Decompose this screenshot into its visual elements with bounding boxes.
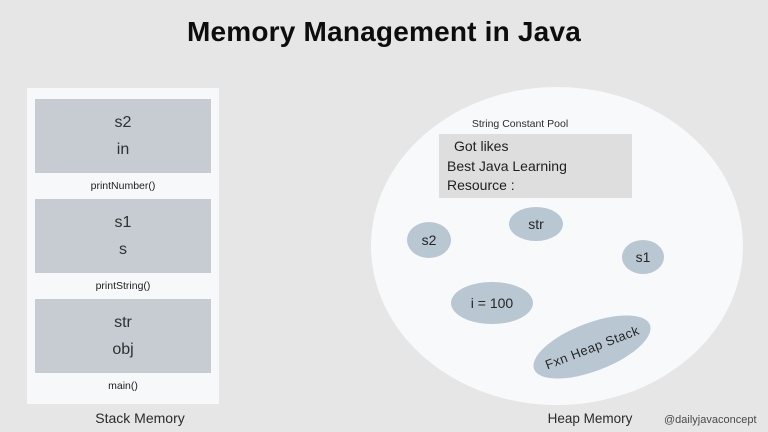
stack-frame-method-label: printString(): [95, 280, 151, 292]
heap-memory-label: Heap Memory: [547, 411, 633, 426]
stack-frame-method-label: printNumber(): [90, 180, 156, 192]
stack-frame-method-label: main(): [108, 380, 138, 392]
pool-string: Resource :: [447, 177, 515, 193]
stack-variable: in: [116, 141, 130, 158]
pool-string: Got likes: [454, 138, 509, 154]
stack-variable: obj: [112, 341, 134, 358]
stack-frame-main: str obj main(): [27, 299, 219, 399]
heap-object-s2: s2: [407, 222, 451, 258]
stack-memory-panel: s2 in printNumber() s1 s printString() s…: [27, 88, 219, 404]
stack-variable: s2: [114, 114, 132, 131]
stack-frame-box: str obj: [35, 299, 211, 373]
heap-object-str: str: [509, 207, 563, 241]
stack-frame-printString: s1 s printString(): [27, 199, 219, 299]
stack-variable: s1: [114, 214, 132, 231]
string-constant-pool-label: String Constant Pool: [471, 118, 569, 130]
watermark-handle: @dailyjavaconcept: [664, 414, 757, 426]
stack-frame-box: s2 in: [35, 99, 211, 173]
stack-frame-box: s1 s: [35, 199, 211, 273]
page-title: Memory Management in Java: [186, 16, 582, 47]
pool-string: Best Java Learning: [447, 157, 567, 174]
stack-variable: str: [114, 314, 132, 331]
stack-variable: s: [119, 241, 127, 258]
stack-frame-printNumber: s2 in printNumber(): [27, 99, 219, 199]
heap-object-i100: i = 100: [451, 282, 533, 324]
heap-object-s1: s1: [622, 240, 664, 274]
string-constant-pool-box: Got likes Best Java Learning Resource :: [439, 134, 632, 198]
stack-memory-label: Stack Memory: [95, 410, 185, 426]
